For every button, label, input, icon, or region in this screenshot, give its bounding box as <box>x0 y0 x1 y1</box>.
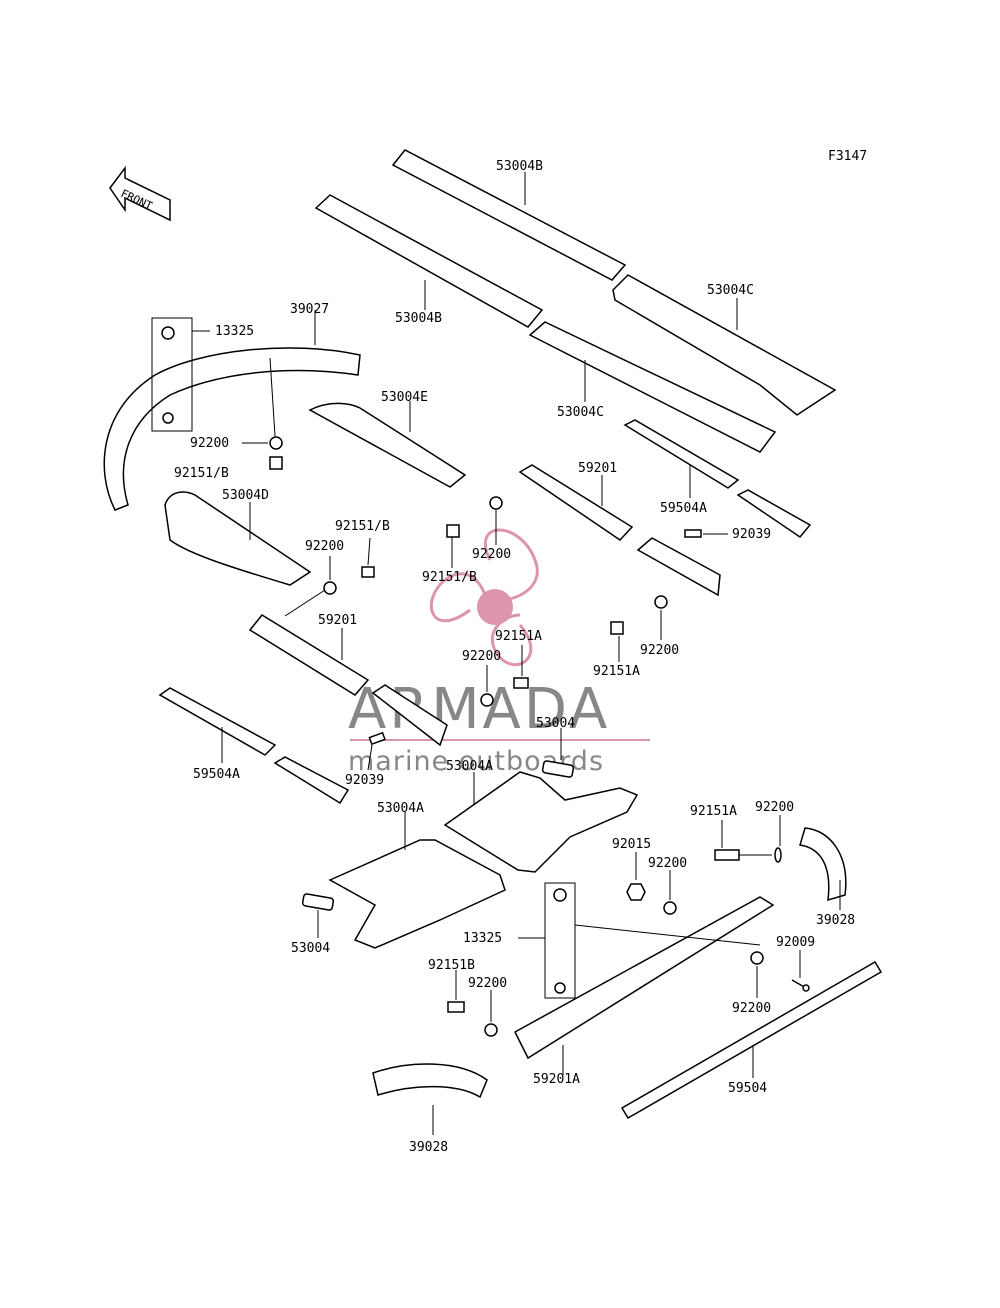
channel-59201-a: 59201 <box>248 589 370 696</box>
watermark-brand: ARMADA <box>348 677 610 742</box>
label-13325-bottom: 13325 <box>463 931 502 946</box>
front-arrow-icon: FRONT <box>109 165 171 222</box>
strip-59504A-right: 59504A <box>623 419 812 539</box>
washer-92200-g: 92200 <box>648 856 687 915</box>
label-59201-a: 59201 <box>318 613 357 628</box>
label-59504A-right: 59504A <box>660 501 707 516</box>
pad-53004E: 53004E <box>308 390 467 488</box>
washer-92200-d: 92200 <box>640 595 679 658</box>
label-53004C-mid: 53004C <box>557 405 604 420</box>
label-53004A-a: 53004A <box>446 759 493 774</box>
label-39027: 39027 <box>290 302 329 317</box>
bolt-92151A-c: 92151A 92200 <box>690 800 794 863</box>
channel-59201-b-lower <box>636 537 721 597</box>
strip-59504A-left: 59504A <box>158 687 350 805</box>
bolt-92151A-a: 92151A <box>495 629 542 689</box>
label-92009: 92009 <box>776 935 815 950</box>
nut-92015: 92015 <box>612 837 651 901</box>
label-53004D: 53004D <box>222 488 269 503</box>
channel-59201-b: 59201 <box>518 461 634 541</box>
label-92200-b: 92200 <box>305 539 344 554</box>
label-92015: 92015 <box>612 837 651 852</box>
washer-92200-e: 92200 <box>462 649 501 707</box>
label-59201A: 59201A <box>533 1072 580 1087</box>
label-92151A-a: 92151A <box>495 629 542 644</box>
label-39028-bottom: 39028 <box>409 1140 448 1155</box>
pad-53004-b: 53004 <box>291 893 335 956</box>
diagram-code: F3147 <box>828 149 867 164</box>
bolt-92151A-b: 92151A <box>593 621 640 679</box>
label-92151A-b: 92151A <box>593 664 640 679</box>
label-92200-f: 92200 <box>755 800 794 815</box>
label-53004-b: 53004 <box>291 941 330 956</box>
label-39028-right: 39028 <box>816 913 855 928</box>
label-53004-a: 53004 <box>536 716 575 731</box>
pad-53004D: 53004D <box>164 488 312 586</box>
strip-59504: 59504 <box>620 960 883 1120</box>
label-92200-d: 92200 <box>640 643 679 658</box>
label-59504A-left: 59504A <box>193 767 240 782</box>
label-53004A-b: 53004A <box>377 801 424 816</box>
label-92151A-c: 92151A <box>690 804 737 819</box>
label-53004E: 53004E <box>381 390 428 405</box>
channel-59201-center <box>371 684 448 747</box>
label-59504: 59504 <box>728 1081 767 1096</box>
label-53004B-bottom: 53004B <box>395 311 442 326</box>
mat-53004A-a: 53004A <box>443 759 639 873</box>
label-92151B-b: 92151/B <box>335 519 390 534</box>
washer-92200-b: 92200 <box>305 539 344 595</box>
label-92039-left: 92039 <box>345 773 384 788</box>
channel-59201A: 59201A <box>514 896 775 1087</box>
washer-92200-c: 92200 92151/B <box>422 496 511 585</box>
bolt-92151B-d: 92151B 92200 <box>428 958 507 1037</box>
pad-53004B-top: 53004B <box>391 149 627 281</box>
label-92200-a: 92200 <box>190 436 229 451</box>
label-92151B-c: 92151/B <box>422 570 477 585</box>
label-92200-i: 92200 <box>732 1001 771 1016</box>
rivet-92039-right: 92039 <box>684 527 771 542</box>
bracket-13325-bottom: 13325 <box>463 882 576 999</box>
label-92200-g: 92200 <box>648 856 687 871</box>
washer-92200-a: 92200 <box>190 357 283 470</box>
bolt-92151B-b: 92151/B <box>335 519 390 578</box>
label-92200-c: 92200 <box>472 547 511 562</box>
bumper-39028-right: 39028 <box>799 827 855 928</box>
pad-53004-a: 53004 <box>536 716 575 778</box>
rivet-92039-left: 92039 <box>345 731 386 788</box>
screw-92009: 92009 <box>776 935 815 992</box>
pad-53004B-bottom: 53004B <box>314 194 544 328</box>
pad-53004C-right: 53004C <box>612 274 837 416</box>
bumper-39027: 39027 <box>103 302 361 511</box>
label-92039-right: 92039 <box>732 527 771 542</box>
label-92200-h: 92200 <box>468 976 507 991</box>
label-92151B-a: 92151/B <box>174 466 229 481</box>
bracket-13325-top: 13325 <box>151 317 254 432</box>
label-13325-top: 13325 <box>215 324 254 339</box>
washer-92200-i: 92200 <box>732 951 771 1016</box>
label-92151B-d: 92151B <box>428 958 475 973</box>
label-53004B-top: 53004B <box>496 159 543 174</box>
label-92200-e: 92200 <box>462 649 501 664</box>
mat-53004A-b: 53004A <box>328 801 506 949</box>
bumper-39028-bottom: 39028 <box>372 1063 488 1155</box>
propeller-icon <box>429 528 539 667</box>
label-53004C-right: 53004C <box>707 283 754 298</box>
label-59201-b: 59201 <box>578 461 617 476</box>
pad-53004C-mid: 53004C <box>528 321 777 453</box>
